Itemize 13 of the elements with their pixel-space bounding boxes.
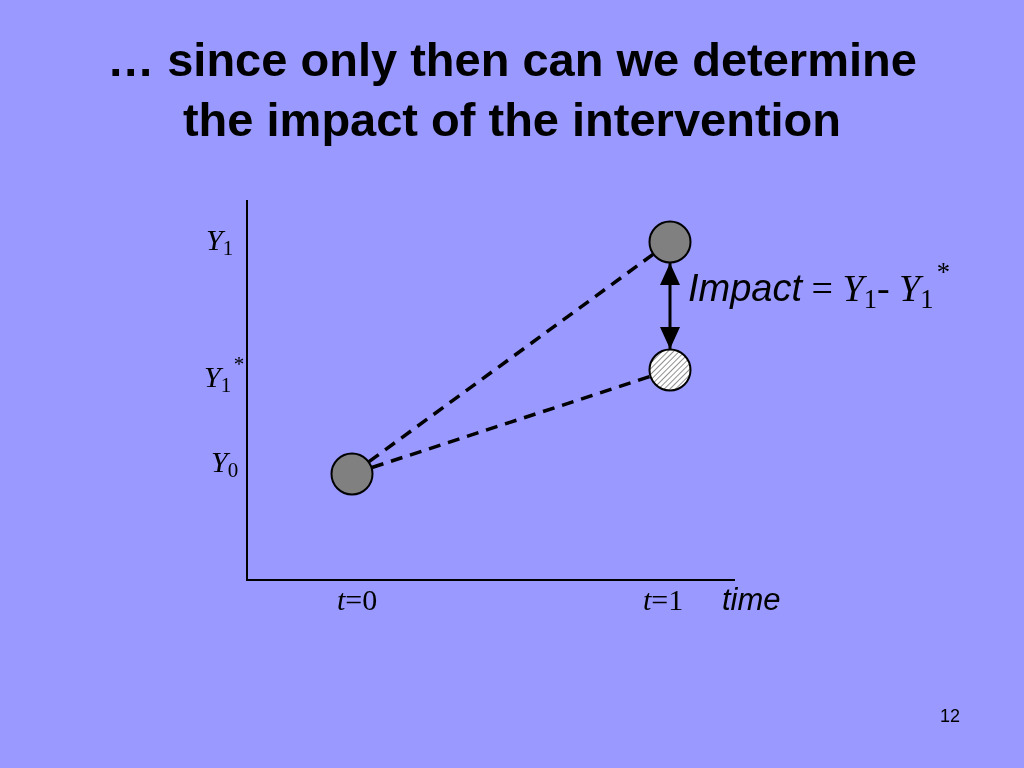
hatched-circle — [648, 348, 692, 392]
dashed-line — [371, 374, 651, 470]
dashed-line — [367, 252, 655, 464]
axis-tick-label: Y$_{1}$ — [206, 222, 234, 258]
axis-tick-label: Y$_{0}$ — [211, 444, 239, 480]
axis-title: time — [722, 581, 781, 618]
axis-tick-label: t=0 — [337, 582, 378, 618]
double-headed-arrow — [660, 263, 680, 349]
axis-tick-label: t=1 — [643, 582, 684, 618]
page-number: 12 — [940, 705, 961, 727]
data-point-circle — [648, 220, 692, 264]
slide-title: … since only then can we determine the impact of the intervention — [106, 32, 918, 148]
data-point-circle — [330, 452, 374, 496]
